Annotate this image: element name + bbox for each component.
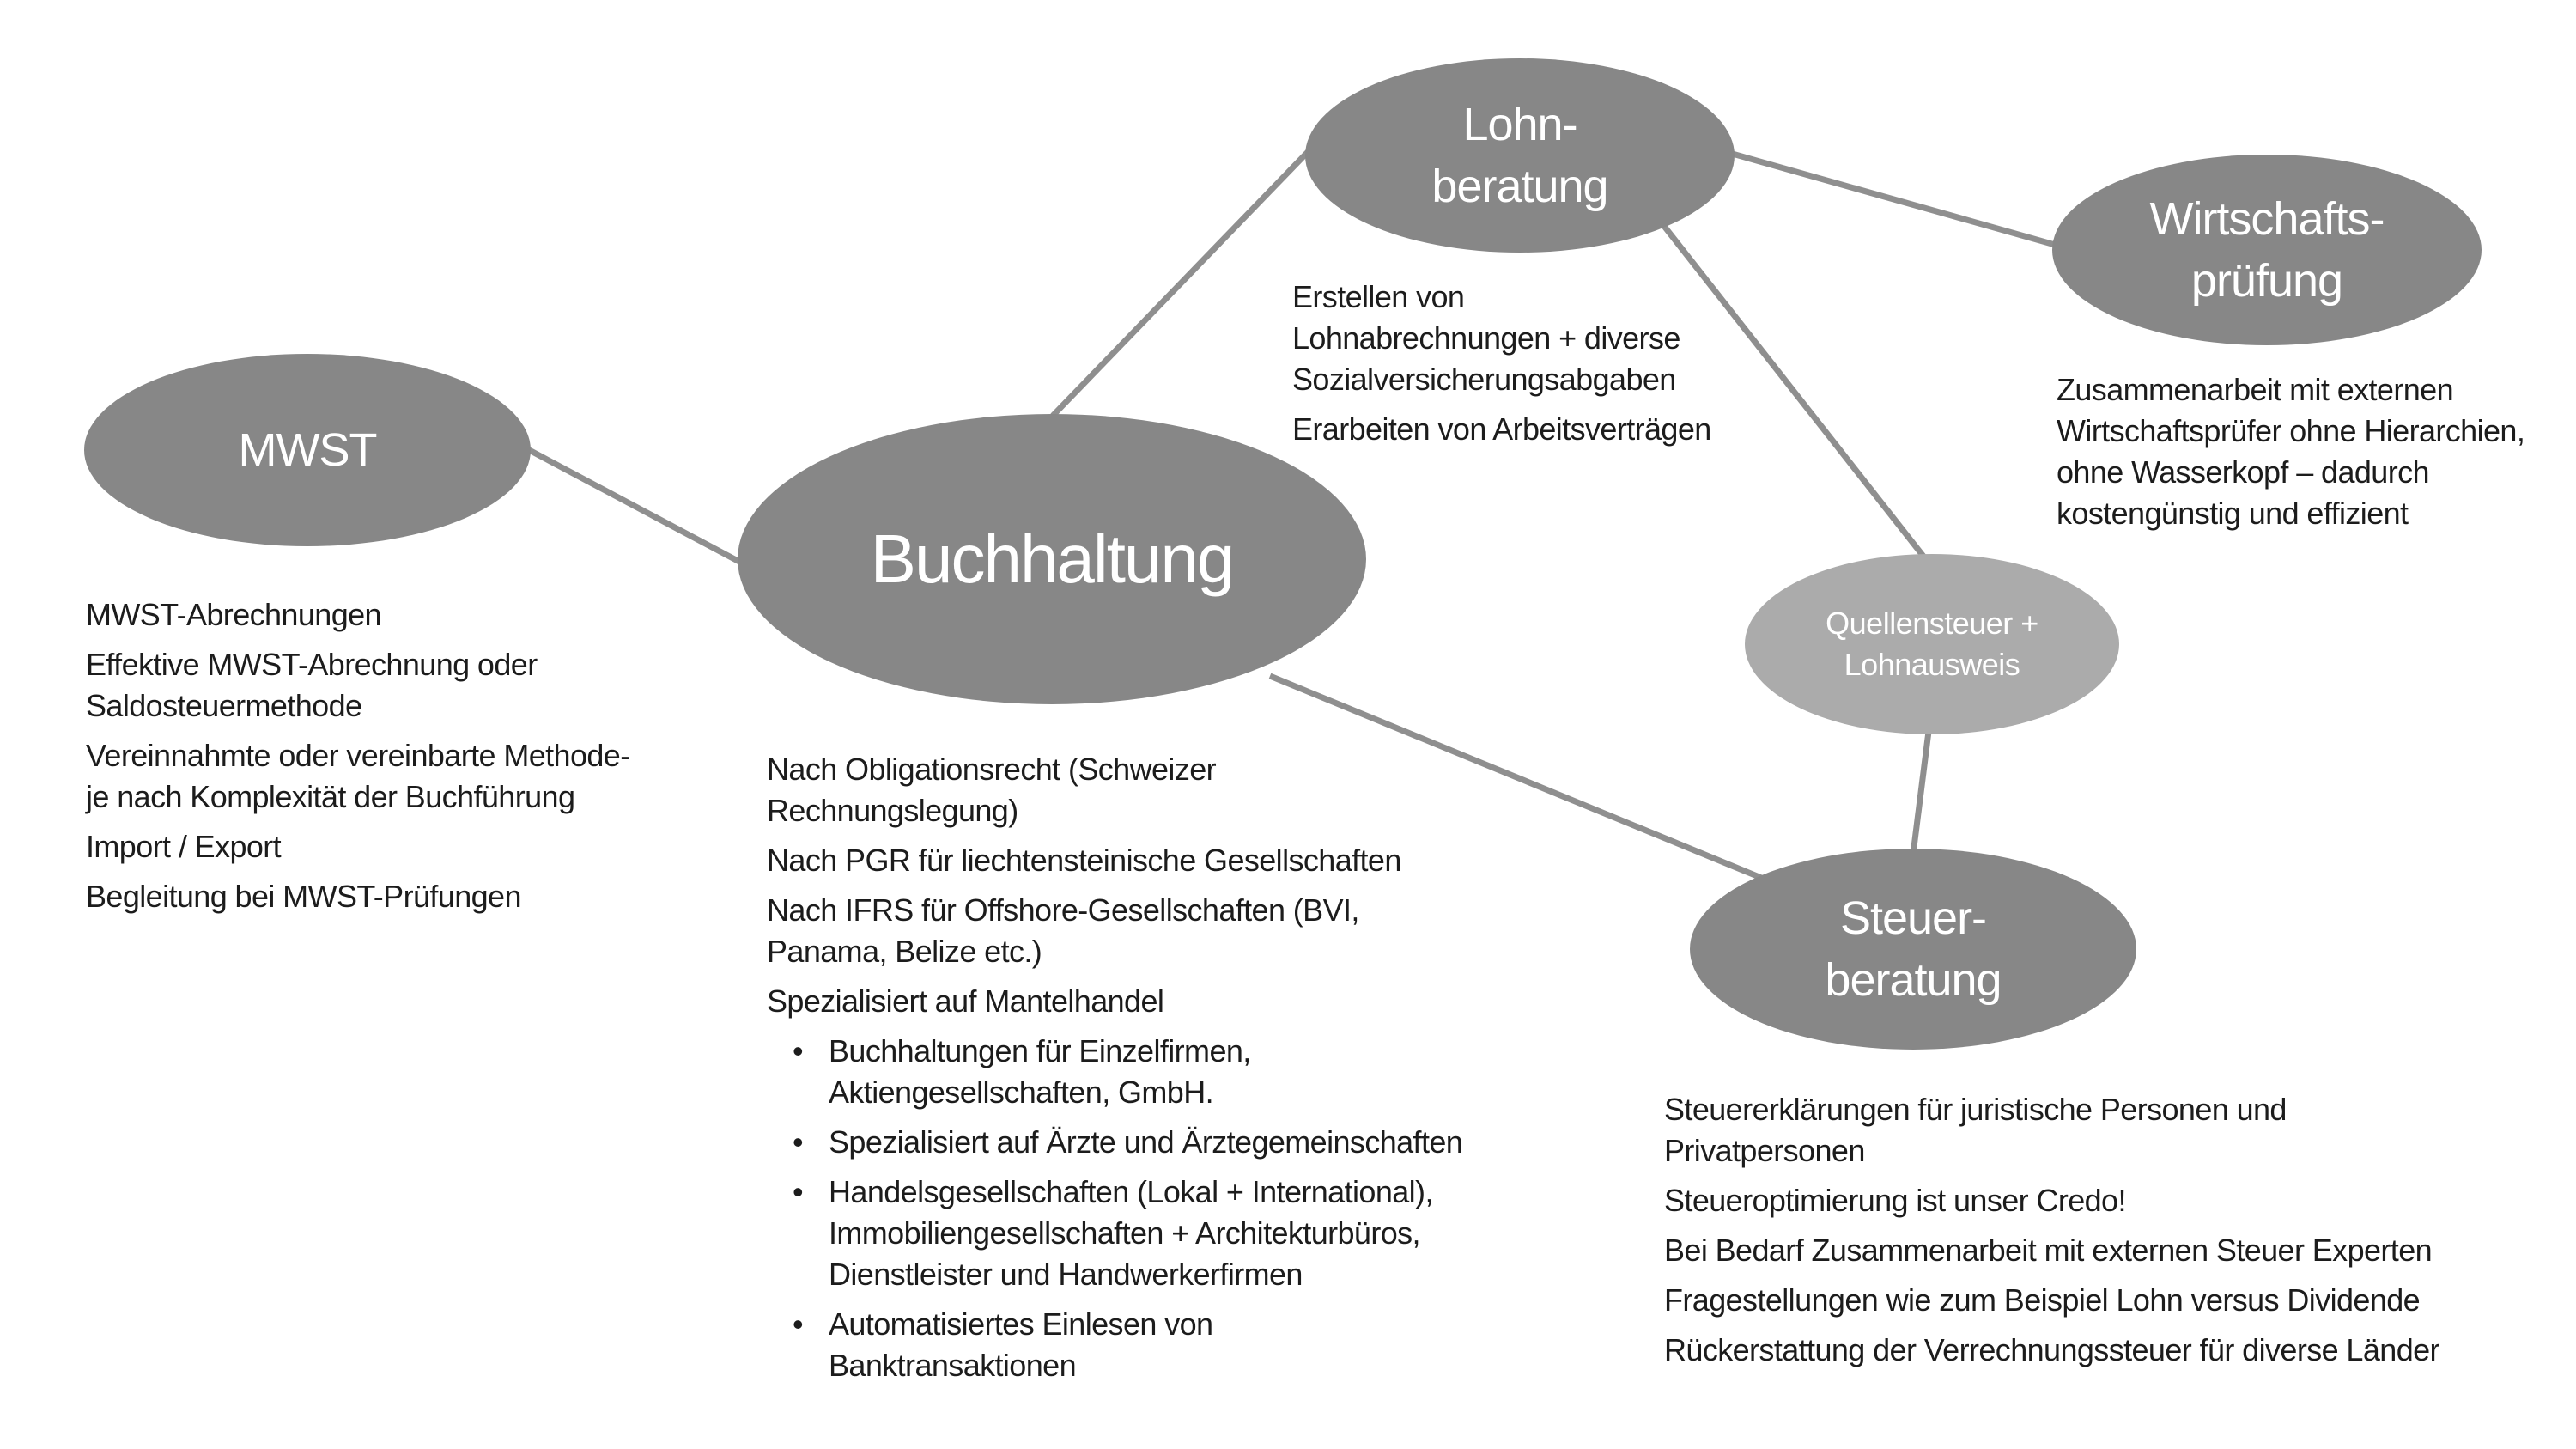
- detail-text: Erarbeiten von Arbeitsverträgen: [1292, 411, 1711, 447]
- bullet-dot: •: [793, 1033, 804, 1068]
- detail-paragraph: Zusammenarbeit mit externen Wirtschaftsp…: [2057, 369, 2576, 534]
- bullet-item: • Buchhaltungen für Einzelfirmen, Aktieng…: [767, 1031, 1488, 1113]
- node-quellensteuer: Quellensteuer + Lohnausweis: [1745, 554, 2119, 734]
- detail-paragraph: Vereinnahmte oder vereinbarte Methode- j…: [86, 735, 756, 818]
- node-quellensteuer-label: Quellensteuer + Lohnausweis: [1826, 606, 2038, 682]
- detail-text: Vereinnahmte oder vereinbarte Methode- j…: [86, 738, 630, 814]
- bullet-item: • Handelsgesellschaften (Lokal + Internat…: [767, 1172, 1488, 1295]
- detail-text: Nach Obligationsrecht (Schweizer Rechnun…: [767, 752, 1217, 828]
- bullet-item: • Automatisiertes Einlesen von Banktransa…: [767, 1304, 1488, 1386]
- detail-text: Handelsgesellschaften (Lokal + Internati…: [829, 1174, 1433, 1292]
- detail-paragraph: Nach IFRS für Offshore-Gesellschaften (B…: [767, 890, 1488, 972]
- connector-lohnberatung-quellensteuer: [1661, 222, 1940, 576]
- detail-paragraph: Steuererklärungen für juristische Person…: [1664, 1089, 2557, 1172]
- bullet-dot: •: [793, 1174, 804, 1209]
- detail-paragraph: Nach Obligationsrecht (Schweizer Rechnun…: [767, 749, 1488, 831]
- bullet-item: • Spezialisiert auf Ärzte und Ärztegemein…: [767, 1122, 1488, 1163]
- wirtschaftspruefung-details: Zusammenarbeit mit externen Wirtschaftsp…: [2057, 369, 2576, 543]
- node-steuerberatung-label: Steuer- beratung: [1825, 892, 2002, 1006]
- detail-paragraph: Erstellen von Lohnabrechnungen + diverse…: [1292, 277, 1859, 400]
- detail-text: Fragestellungen wie zum Beispiel Lohn ve…: [1664, 1282, 2421, 1318]
- detail-paragraph: MWST-Abrechnungen: [86, 594, 756, 636]
- connector-lohnberatung-wirtschaftspruefung: [1728, 149, 2089, 258]
- detail-text: Erstellen von Lohnabrechnungen + diverse…: [1292, 279, 1680, 397]
- detail-text: Automatisiertes Einlesen von Banktransak…: [829, 1306, 1213, 1383]
- node-mwst-label: MWST: [238, 424, 378, 476]
- detail-text: Nach IFRS für Offshore-Gesellschaften (B…: [767, 892, 1359, 969]
- bullet-dot: •: [793, 1124, 804, 1160]
- node-lohnberatung-label: Lohn- beratung: [1431, 99, 1608, 212]
- node-mwst: MWST: [84, 354, 531, 546]
- steuerberatung-details: Steuererklärungen für juristische Person…: [1664, 1089, 2557, 1379]
- detail-text: Import / Export: [86, 829, 282, 864]
- connector-buchhaltung-steuerberatung: [1268, 673, 1801, 897]
- detail-text: Rückerstattung der Verrechnungssteuer fü…: [1664, 1332, 2440, 1367]
- lohnberatung-details: Erstellen von Lohnabrechnungen + diverse…: [1292, 277, 1859, 459]
- detail-paragraph: Steueroptimierung ist unser Credo!: [1664, 1180, 2557, 1221]
- detail-text: Begleitung bei MWST-Prüfungen: [86, 879, 521, 914]
- node-lohnberatung: Lohn- beratung: [1305, 58, 1735, 253]
- detail-paragraph: Fragestellungen wie zum Beispiel Lohn ve…: [1664, 1280, 2557, 1321]
- detail-paragraph: Nach PGR für liechtensteinische Gesellsc…: [767, 840, 1488, 881]
- node-buchhaltung: Buchhaltung: [738, 414, 1366, 704]
- detail-paragraph: Effektive MWST-Abrechnung oder Saldosteu…: [86, 644, 756, 727]
- bullet-dot: •: [793, 1306, 804, 1342]
- detail-text: Spezialisiert auf Ärzte und Ärztegemeins…: [829, 1124, 1463, 1160]
- buchhaltung-details: Nach Obligationsrecht (Schweizer Rechnun…: [767, 749, 1488, 1395]
- detail-text: Steueroptimierung ist unser Credo!: [1664, 1183, 2126, 1218]
- node-wirtschaftspruefung-label: Wirtschafts- prüfung: [2149, 193, 2385, 307]
- connector-quellensteuer-steuerberatung: [1909, 710, 1935, 861]
- detail-paragraph: Begleitung bei MWST-Prüfungen: [86, 876, 756, 917]
- detail-paragraph: Bei Bedarf Zusammenarbeit mit externen S…: [1664, 1230, 2557, 1271]
- detail-paragraph: Erarbeiten von Arbeitsverträgen: [1292, 409, 1859, 450]
- node-buchhaltung-label: Buchhaltung: [870, 521, 1236, 597]
- detail-text: Buchhaltungen für Einzelfirmen, Aktienge…: [829, 1033, 1251, 1110]
- connector-mwst-buchhaltung: [518, 441, 770, 581]
- detail-text: Effektive MWST-Abrechnung oder Saldosteu…: [86, 647, 538, 723]
- detail-text: Bei Bedarf Zusammenarbeit mit externen S…: [1664, 1233, 2433, 1268]
- node-steuerberatung: Steuer- beratung: [1690, 849, 2136, 1050]
- detail-text: Zusammenarbeit mit externen Wirtschaftsp…: [2057, 372, 2525, 531]
- detail-text: MWST-Abrechnungen: [86, 597, 382, 632]
- detail-text: Spezialisiert auf Mantelhandel: [767, 983, 1164, 1019]
- detail-paragraph: Import / Export: [86, 826, 756, 868]
- node-wirtschaftspruefung: Wirtschafts- prüfung: [2052, 155, 2482, 345]
- detail-paragraph: Rückerstattung der Verrechnungssteuer fü…: [1664, 1330, 2557, 1371]
- detail-paragraph: Spezialisiert auf Mantelhandel: [767, 981, 1488, 1022]
- detail-text: Nach PGR für liechtensteinische Gesellsc…: [767, 843, 1401, 878]
- detail-text: Steuererklärungen für juristische Person…: [1664, 1092, 2287, 1168]
